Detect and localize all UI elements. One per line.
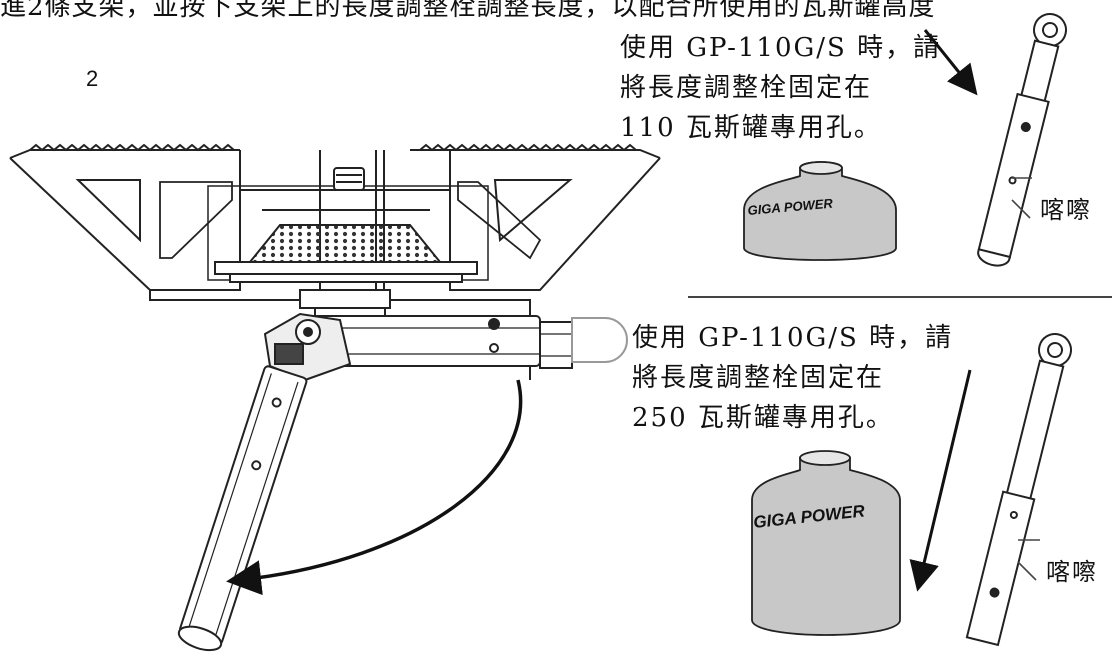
note-250-line1: 使用 GP-110G/S 時，請: [632, 323, 954, 353]
note-110-line3: 110 瓦斯罐專用孔。: [620, 113, 882, 143]
note-250-canister: 使用 GP-110G/S 時，請 將長度調整栓固定在 250 瓦斯罐專用孔。: [632, 318, 953, 438]
small-canister: GIGA POWER: [743, 161, 897, 261]
fold-direction-arrow: [226, 379, 523, 596]
small-canister-label: GIGA POWER: [747, 196, 834, 218]
note-110-line1: 使用 GP-110G/S 時，請: [620, 33, 942, 63]
note-110-line2: 將長度調整栓固定在: [620, 73, 873, 103]
note-250-line2: 將長度調整栓固定在: [632, 363, 885, 393]
large-leg-tube: [965, 333, 1072, 647]
insert-arrow-bottom: [909, 369, 972, 592]
folding-leg: [177, 312, 628, 652]
large-canister: GIGA POWER: [751, 450, 901, 636]
note-110-canister: 使用 GP-110G/S 時，請 將長度調整栓固定在 110 瓦斯罐專用孔。: [620, 28, 941, 148]
stove-illustration: [9, 143, 661, 380]
instruction-top-line: 進2條支架，並按下支架上的長度調整栓調整長度，以配合所使用的瓦斯罐高度: [0, 0, 936, 22]
click-lines-top: [1011, 177, 1032, 219]
click-sound-top: 喀嚓: [1040, 196, 1092, 224]
click-lines-bottom: [1017, 539, 1040, 581]
insert-arrow-top: [923, 29, 978, 96]
small-leg-tube: [977, 13, 1067, 267]
click-sound-bottom: 喀嚓: [1046, 558, 1098, 586]
note-250-line3: 250 瓦斯罐專用孔。: [632, 403, 894, 433]
step-number: 2: [86, 66, 99, 91]
